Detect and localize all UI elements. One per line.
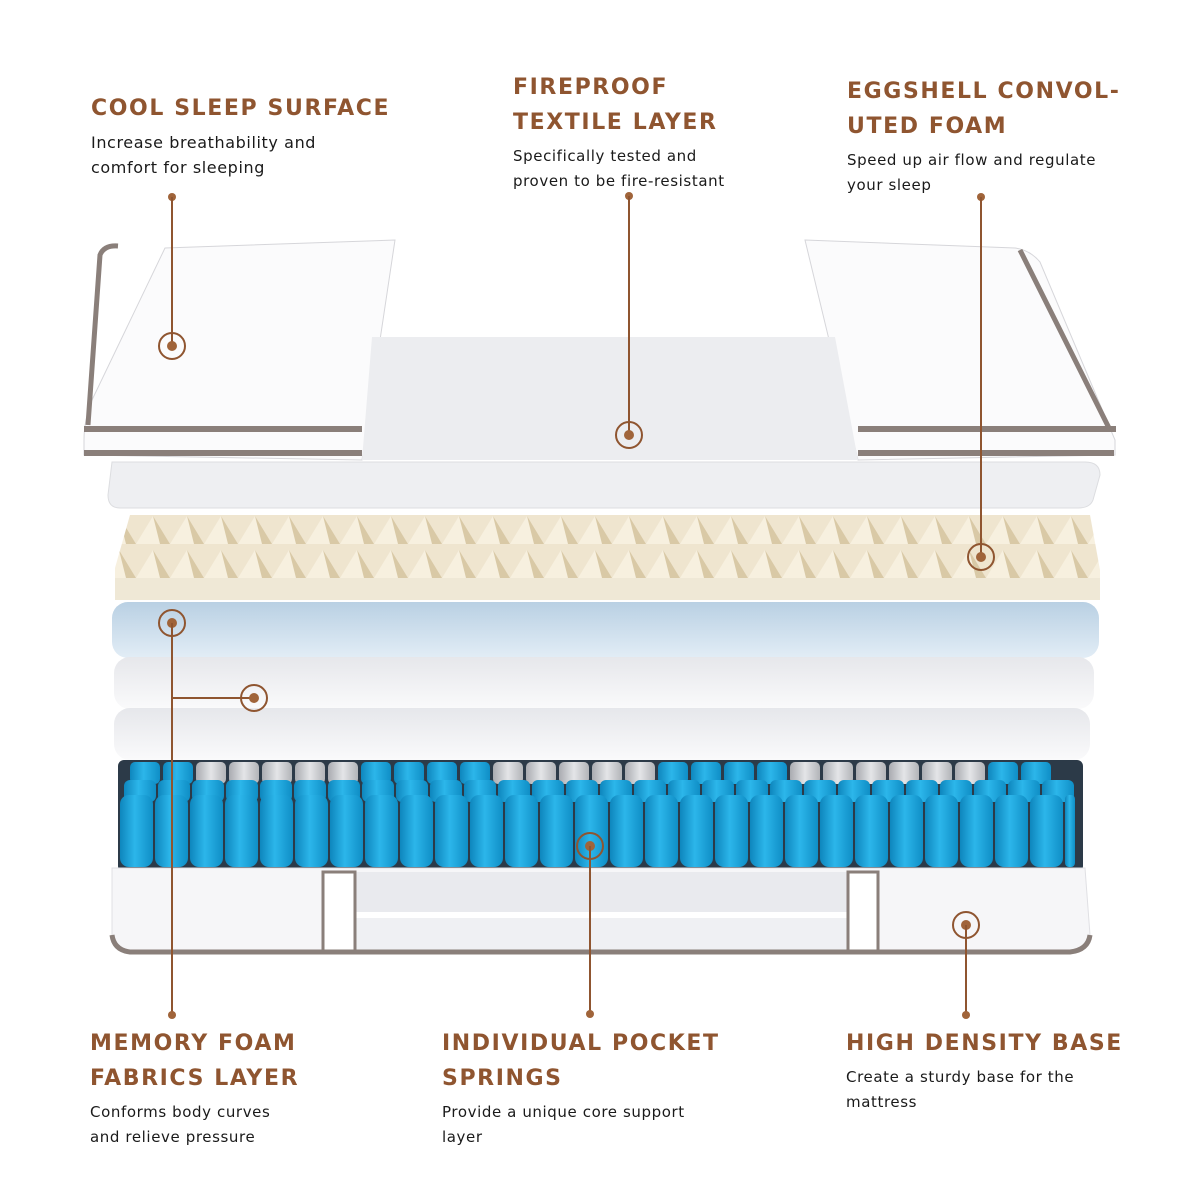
title-line: FABRICS LAYER xyxy=(90,1066,300,1091)
leader-branch-memory-foam xyxy=(172,697,254,699)
marker-eggshell-foam[interactable] xyxy=(967,543,995,571)
title-line: EGGSHELL CONVOL- xyxy=(847,79,1121,104)
layer-fireproof-textile xyxy=(107,337,1101,509)
callout-title: FIREPROOF TEXTILE LAYER xyxy=(513,70,813,140)
callout-title: INDIVIDUAL POCKET SPRINGS xyxy=(442,1026,782,1096)
callout-cool-sleep-surface: COOL SLEEP SURFACE Increase breathabilit… xyxy=(91,91,411,180)
title-line: FIREPROOF xyxy=(513,75,669,100)
callout-description: Create a sturdy base for the mattress xyxy=(846,1065,1166,1115)
callout-title: HIGH DENSITY BASE xyxy=(846,1026,1166,1061)
callout-description: Provide a unique core support layer xyxy=(442,1100,782,1150)
title-line: UTED FOAM xyxy=(847,114,1008,139)
title-line: HIGH DENSITY BASE xyxy=(846,1031,1123,1056)
desc-line: your sleep xyxy=(847,176,932,194)
desc-line: Increase breathability and xyxy=(91,133,317,152)
desc-line: Speed up air flow and regulate xyxy=(847,151,1097,169)
desc-line: and relieve pressure xyxy=(90,1128,256,1146)
title-line: TEXTILE LAYER xyxy=(513,110,718,135)
desc-line: Provide a unique core support xyxy=(442,1103,685,1121)
desc-line: Conforms body curves xyxy=(90,1103,271,1121)
callout-high-density-base: HIGH DENSITY BASE Create a sturdy base f… xyxy=(846,1026,1166,1115)
layer-gel-memory-foam xyxy=(112,602,1099,658)
desc-line: Specifically tested and xyxy=(513,147,697,165)
leader-line-cool-sleep-surface xyxy=(171,197,173,345)
layer-comfort-foam-1 xyxy=(114,657,1094,709)
callout-description: Specifically tested and proven to be fir… xyxy=(513,144,813,194)
marker-cool-sleep-surface[interactable] xyxy=(158,332,186,360)
marker-memory-foam-comfort[interactable] xyxy=(240,684,268,712)
callout-title: MEMORY FOAM FABRICS LAYER xyxy=(90,1026,410,1096)
callout-description: Increase breathability and comfort for s… xyxy=(91,130,411,180)
callout-title: EGGSHELL CONVOL- UTED FOAM xyxy=(847,74,1167,144)
callout-individual-pocket-springs: INDIVIDUAL POCKET SPRINGS Provide a uniq… xyxy=(442,1026,782,1150)
layer-high-density-base xyxy=(109,867,1093,955)
layer-quilted-top-left xyxy=(83,239,396,461)
layer-eggshell-foam xyxy=(115,515,1100,600)
callout-fireproof-textile-layer: FIREPROOF TEXTILE LAYER Specifically tes… xyxy=(513,70,813,194)
leader-line-fireproof xyxy=(628,196,630,434)
leader-line-memory-foam xyxy=(171,623,173,1015)
title-line: SPRINGS xyxy=(442,1066,563,1091)
callout-title: COOL SLEEP SURFACE xyxy=(91,91,411,126)
title-line: COOL SLEEP SURFACE xyxy=(91,96,391,121)
marker-fireproof-textile[interactable] xyxy=(615,421,643,449)
leader-dot-memory-foam xyxy=(168,1011,176,1019)
leader-dot-high-density-base xyxy=(962,1011,970,1019)
desc-line: layer xyxy=(442,1128,483,1146)
desc-line: mattress xyxy=(846,1093,918,1111)
callout-description: Speed up air flow and regulate your slee… xyxy=(847,148,1167,198)
desc-line: proven to be fire-resistant xyxy=(513,172,725,190)
desc-line: comfort for sleeping xyxy=(91,158,265,177)
callout-eggshell-convoluted-foam: EGGSHELL CONVOL- UTED FOAM Speed up air … xyxy=(847,74,1167,198)
title-line: INDIVIDUAL POCKET xyxy=(442,1031,720,1056)
leader-line-high-density-base xyxy=(965,925,967,1015)
layer-quilted-top-right xyxy=(804,239,1116,461)
callout-description: Conforms body curves and relieve pressur… xyxy=(90,1100,410,1150)
leader-line-pocket-springs xyxy=(589,846,591,1014)
leader-dot-pocket-springs xyxy=(586,1010,594,1018)
title-line: MEMORY FOAM xyxy=(90,1031,297,1056)
layer-comfort-foam-2 xyxy=(114,708,1090,760)
callout-memory-foam-fabrics-layer: MEMORY FOAM FABRICS LAYER Conforms body … xyxy=(90,1026,410,1150)
desc-line: Create a sturdy base for the xyxy=(846,1068,1075,1086)
leader-line-eggshell xyxy=(980,197,982,557)
layer-pocket-springs xyxy=(118,760,1083,872)
